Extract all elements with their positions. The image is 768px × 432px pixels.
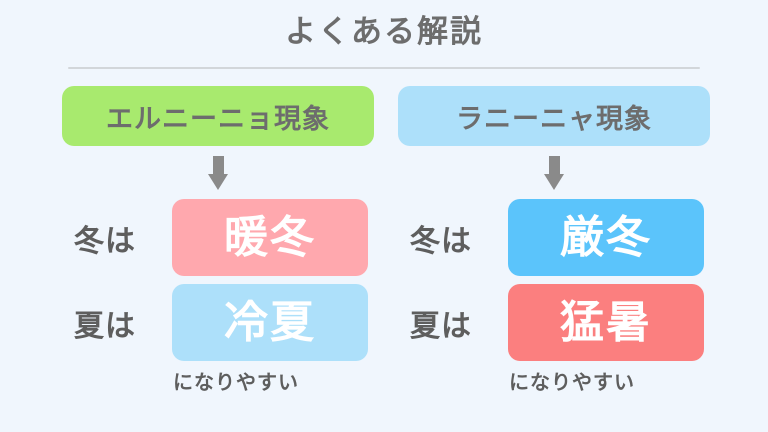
result-value: 暖冬 [224,211,316,263]
page-title: よくある解説 [285,14,483,50]
result-box-severe-winter: 厳冬 [508,199,704,276]
row-label-summer: 夏は [74,308,136,344]
result-row-winter: 冬は 暖冬 [62,199,374,276]
arrow-down-wrapper [62,146,374,199]
result-box-cool-summer: 冷夏 [172,284,368,361]
header-pill-label: エルニーニョ現象 [106,103,330,135]
header-pill-label: ラニーニャ現象 [456,103,652,135]
column-la-nina: ラニーニャ現象 冬は 厳冬 夏は 猛暑 になりやすい [398,86,710,395]
column-el-nino: エルニーニョ現象 冬は 暖冬 夏は 冷夏 になりやすい [62,86,374,395]
result-row-summer: 夏は 冷夏 [62,284,374,361]
result-row-winter: 冬は 厳冬 [398,199,710,276]
result-box-heat-wave: 猛暑 [508,284,704,361]
result-row-summer: 夏は 猛暑 [398,284,710,361]
result-value: 冷夏 [224,296,316,348]
arrow-shaft [549,155,560,176]
title-divider [68,67,700,69]
column-caption-el-nino: になりやすい [173,370,299,394]
row-label-summer: 夏は [410,308,472,344]
result-box-warm-winter: 暖冬 [172,199,368,276]
arrow-down-icon [544,155,564,190]
header-pill-el-nino: エルニーニョ現象 [62,86,374,146]
result-value: 猛暑 [560,296,652,348]
arrow-head [544,173,564,190]
arrow-down-icon [208,155,228,190]
row-label-winter: 冬は [74,223,136,259]
arrow-head [208,173,228,190]
row-label-winter: 冬は [410,223,472,259]
arrow-down-wrapper [398,146,710,199]
arrow-shaft [213,155,224,176]
column-caption-la-nina: になりやすい [509,370,635,394]
result-value: 厳冬 [560,211,652,263]
header-pill-la-nina: ラニーニャ現象 [398,86,710,146]
